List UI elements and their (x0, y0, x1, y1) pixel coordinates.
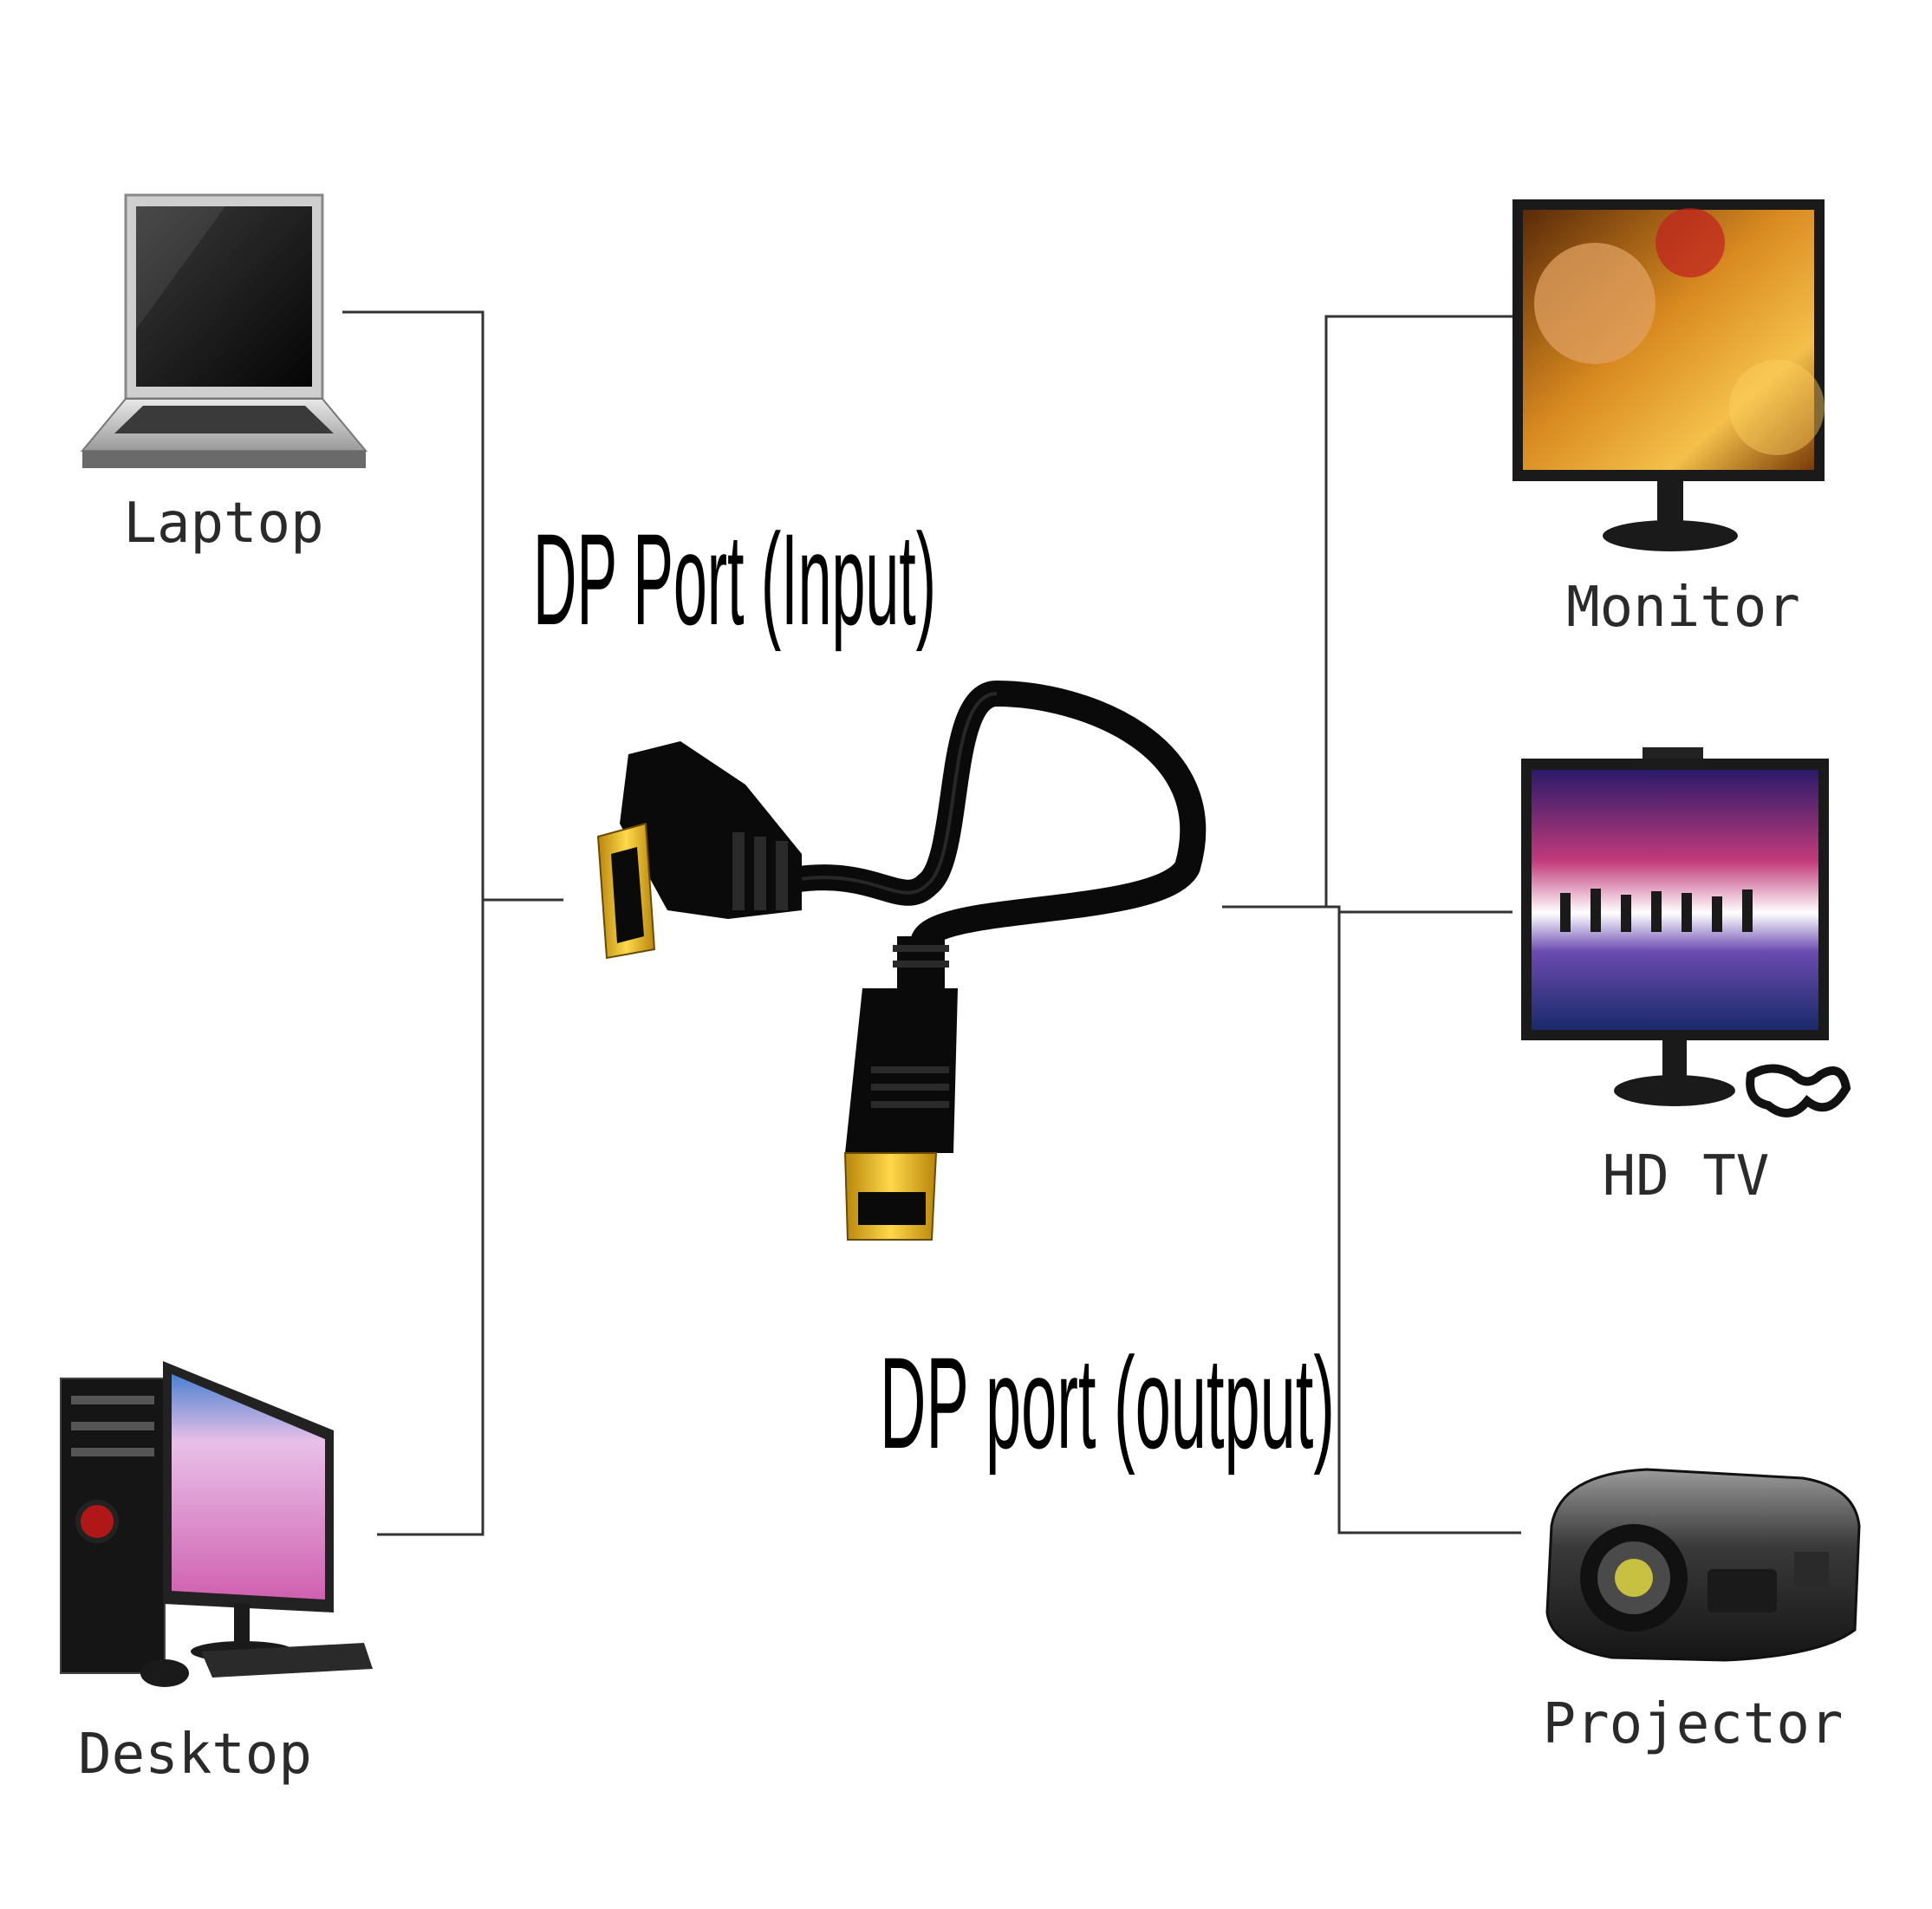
laptop-line (342, 310, 485, 1536)
projector-icon (1545, 1468, 1861, 1662)
input-port-label: DP Port (Input) (533, 506, 936, 652)
desktop-label: Desktop (78, 1723, 312, 1787)
hdtv-icon (1521, 747, 1851, 1117)
monitor-icon (1512, 199, 1825, 551)
output-port-label: DP port (output) (880, 1330, 1335, 1476)
displayport-cable (596, 680, 1207, 1241)
hdtv-label: HD TV (1603, 1144, 1770, 1209)
connector-lines (342, 310, 1521, 1536)
monitor-label: Monitor (1566, 576, 1800, 640)
projector-label: Projector (1543, 1692, 1844, 1756)
angled-connector (596, 741, 802, 960)
output-trunk-line (1324, 315, 1521, 1534)
laptop-label: Laptop (123, 492, 323, 556)
straight-connector (843, 936, 958, 1241)
laptop-icon (80, 193, 368, 468)
desktop-icon (60, 1361, 373, 1687)
